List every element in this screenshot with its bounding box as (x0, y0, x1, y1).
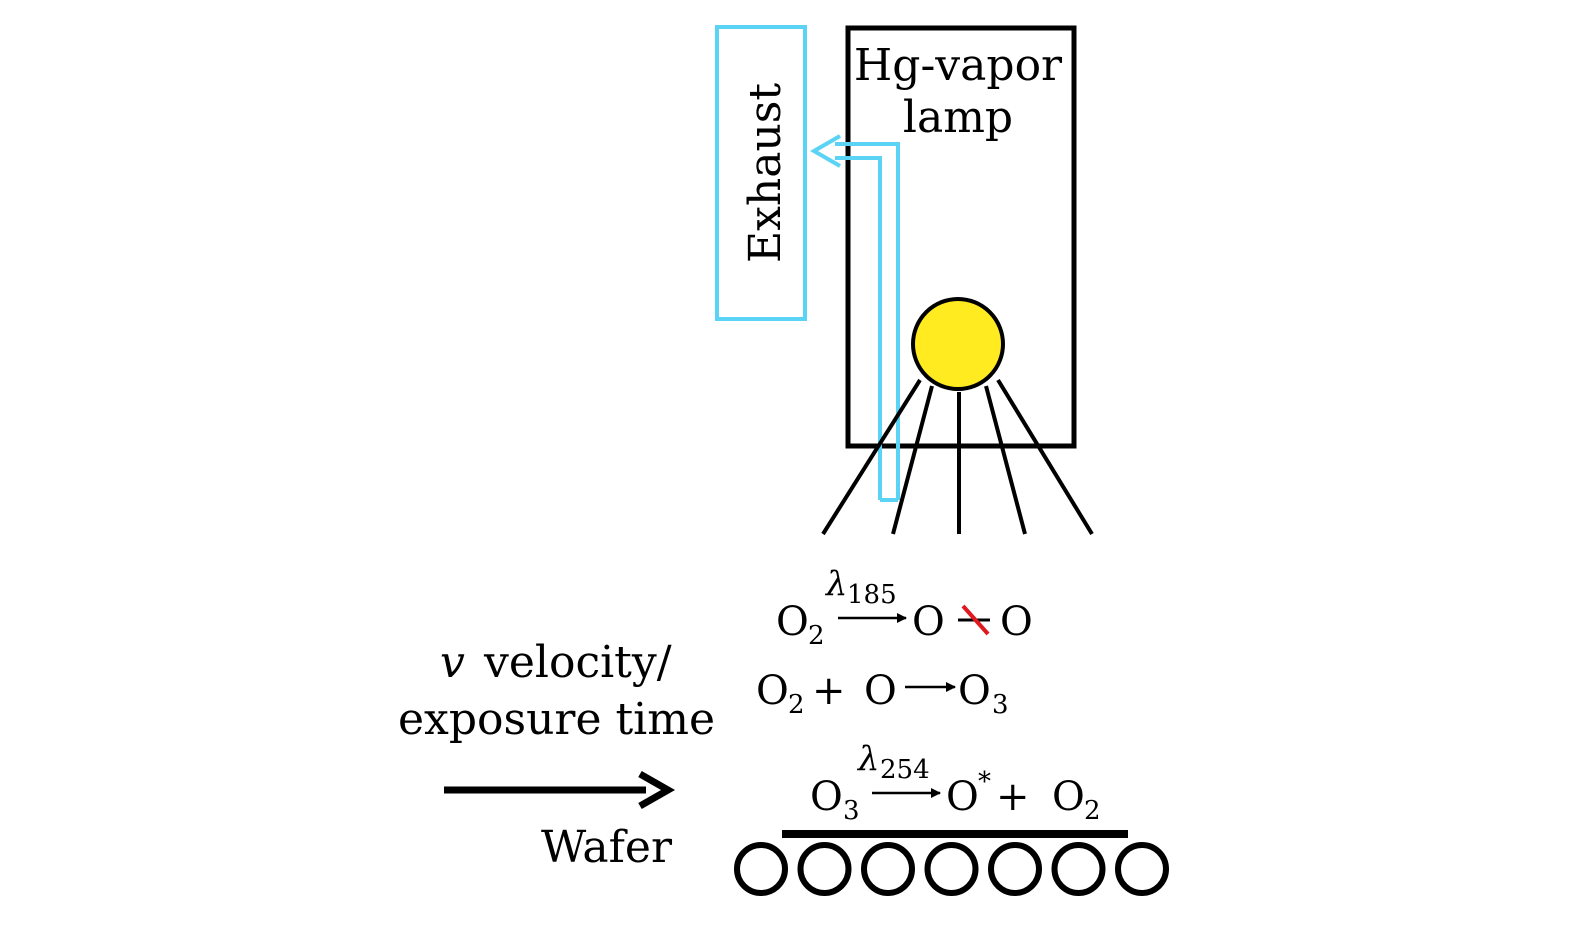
roller-icon (734, 842, 788, 896)
r3-reactant: O (810, 774, 843, 820)
velocity-var: v (440, 637, 465, 688)
r2-plus: + (812, 668, 846, 714)
r2-r1-sub: 2 (788, 690, 805, 720)
r1-lambda-sub: 185 (847, 580, 897, 610)
roller-icon (988, 842, 1042, 896)
wafer-motion-arrowhead (638, 770, 676, 810)
lamp-bulb-icon (911, 297, 1005, 391)
r2-r1: O (756, 668, 789, 714)
roller-icon (797, 842, 852, 896)
exhaust-box (715, 25, 807, 321)
r3-plus: + (996, 774, 1030, 820)
r3-product1: O (946, 774, 979, 820)
exposure-label: exposure time (398, 694, 715, 745)
r3-product2-sub: 2 (1084, 796, 1101, 826)
r2-r2: O (864, 668, 897, 714)
r3-lambda-sub: 254 (880, 755, 930, 785)
r1-lambda: λ (824, 564, 848, 604)
reaction-2: O 2 + O O 3 (756, 668, 1009, 720)
r1-product-right: O (1000, 599, 1033, 645)
r3-lambda: λ (856, 739, 880, 779)
wafer-label: Wafer (541, 822, 673, 873)
lamp-rays (821, 378, 1094, 536)
exhaust-flow-path (835, 142, 900, 500)
r1-product-left: O (912, 599, 945, 645)
r3-product1-sup: * (978, 767, 991, 797)
velocity-label: velocity/ (483, 637, 672, 688)
exhaust-flow-arrowhead (809, 134, 841, 168)
r1-reactant: O (776, 599, 809, 645)
r3-reactant-sub: 3 (843, 796, 860, 826)
roller-icon (924, 842, 979, 896)
r2-product-sub: 3 (992, 690, 1009, 720)
roller-icon (861, 842, 915, 896)
lamp-label-line2: lamp (903, 92, 1013, 143)
conveyor-rollers (734, 842, 1169, 896)
exhaust-label: Exhaust (740, 83, 791, 263)
r2-product: O (958, 668, 991, 714)
r1-reactant-sub: 2 (808, 621, 825, 651)
reaction-1: O 2 λ 185 O O (776, 564, 1033, 651)
lamp-label-line1: Hg-vapor (854, 40, 1063, 91)
roller-icon (1115, 842, 1169, 896)
reaction-3: O 3 λ 254 O * + O 2 (810, 739, 1101, 826)
r3-product2: O (1052, 774, 1085, 820)
roller-icon (1051, 842, 1106, 896)
r1-break-mark (961, 604, 990, 636)
